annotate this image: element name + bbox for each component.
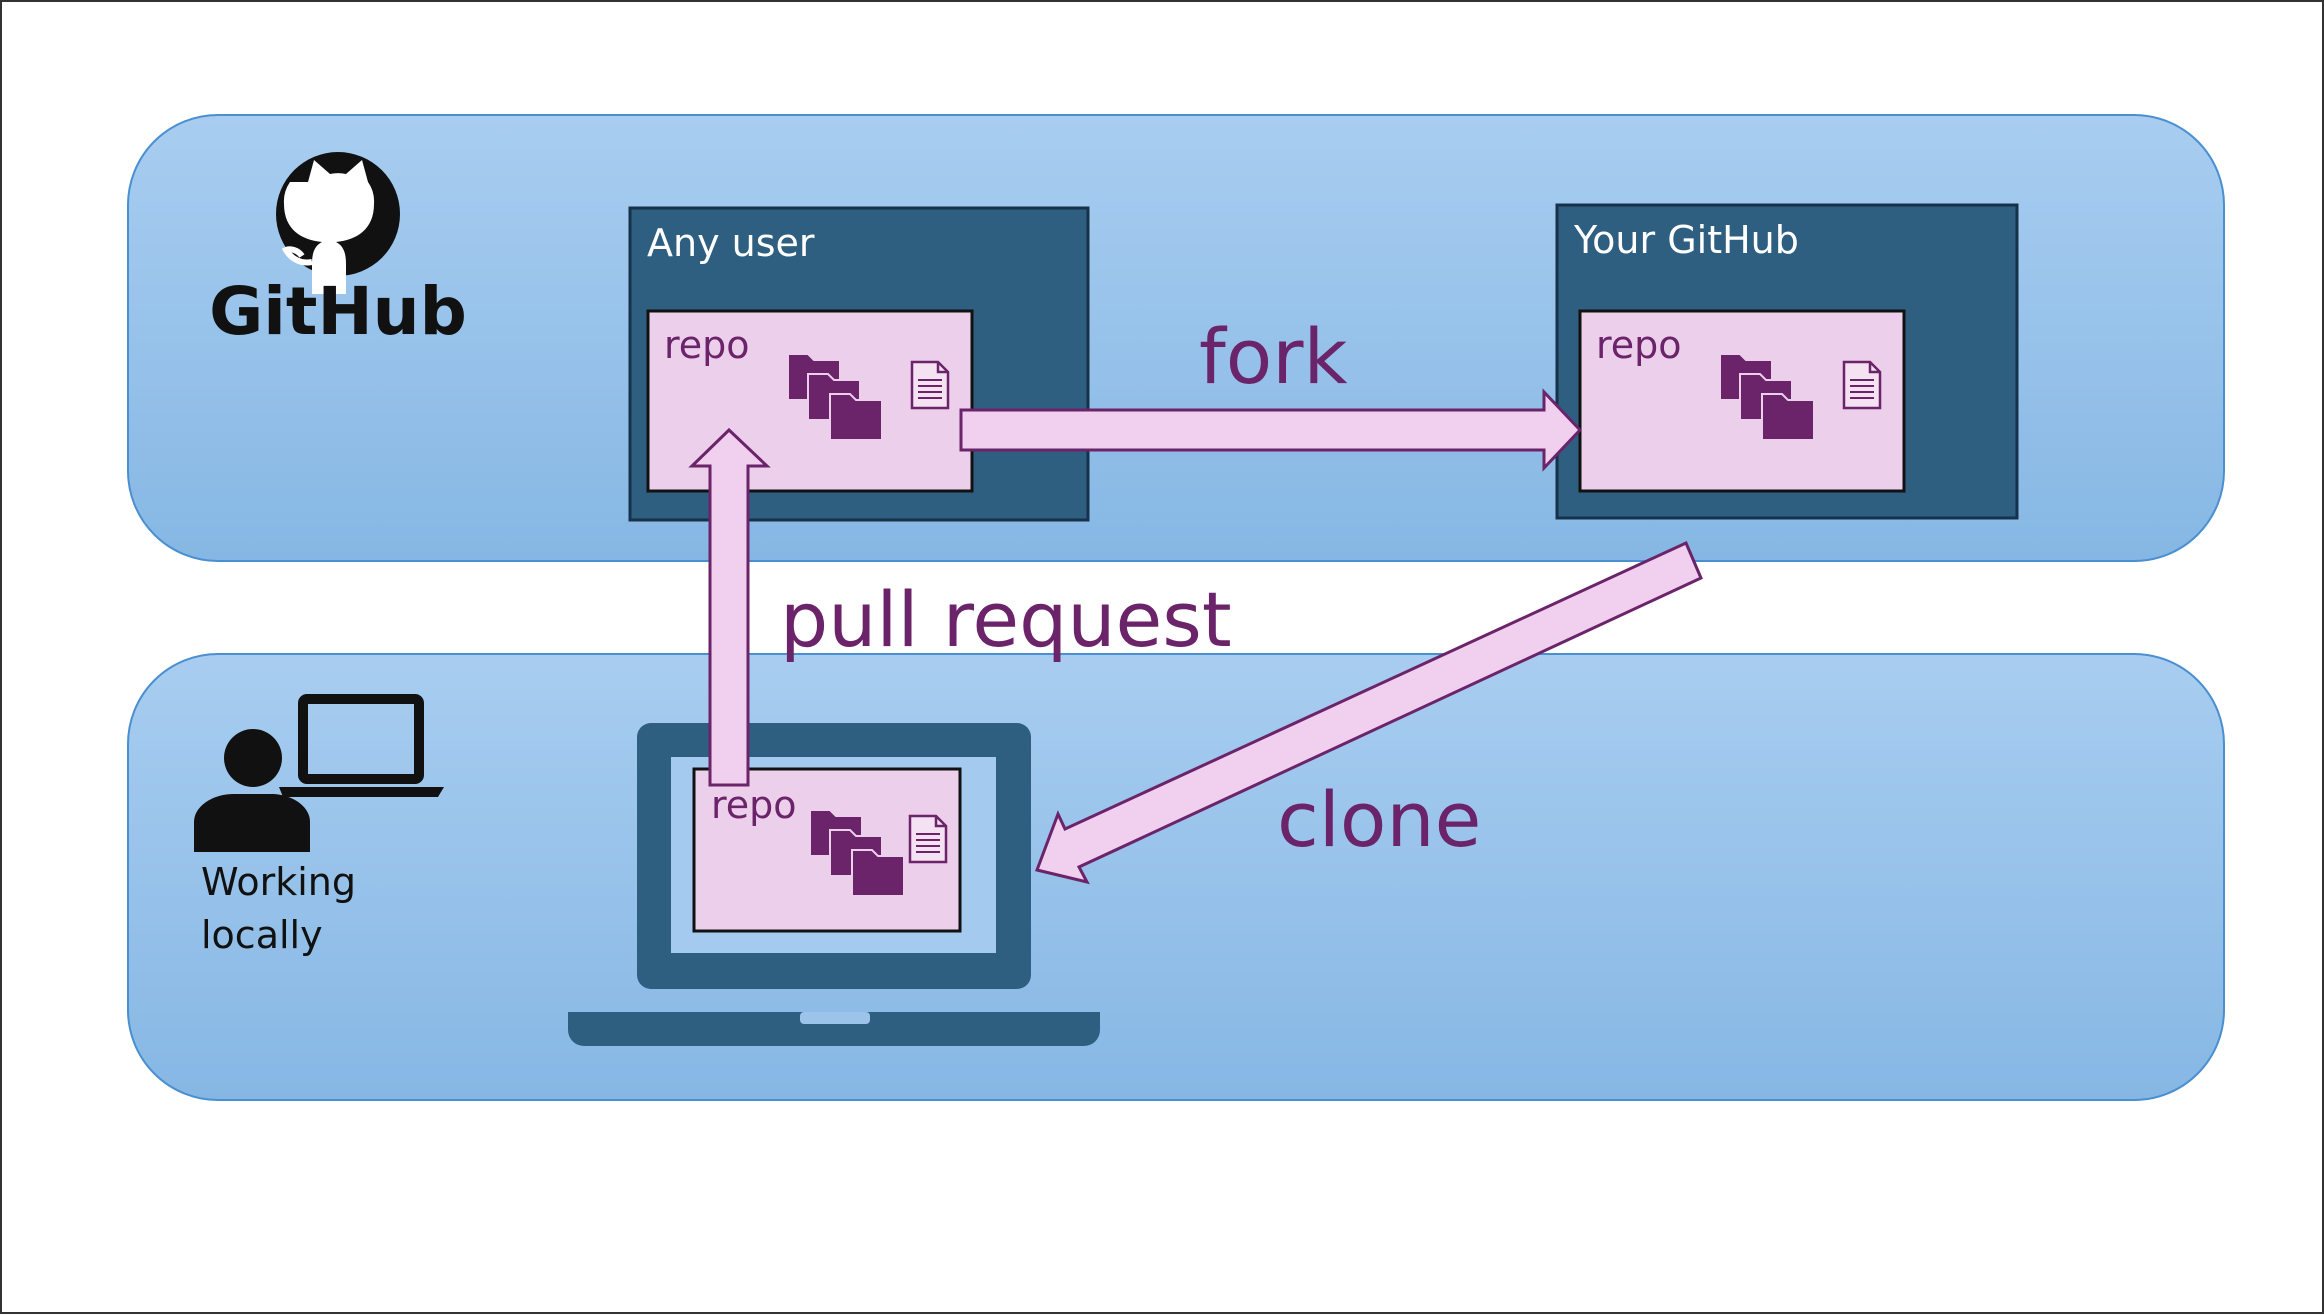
any-user-repo-label: repo: [664, 323, 750, 367]
clone-arrow: [1034, 540, 1703, 885]
any-user-title: Any user: [647, 221, 815, 265]
clone-label: clone: [1277, 775, 1481, 864]
local-repo-label: repo: [711, 783, 797, 827]
document-icon: [910, 360, 950, 410]
fork-label: fork: [1199, 312, 1348, 401]
document-icon: [908, 814, 948, 864]
document-icon: [1842, 360, 1882, 410]
your-github-repo-label: repo: [1596, 323, 1682, 367]
person-laptop-icon: [194, 694, 444, 852]
github-octocat-icon: [276, 152, 400, 294]
fork-arrow: [959, 388, 1583, 472]
github-logo-text: GitHub: [209, 273, 467, 350]
local-panel: [127, 653, 2225, 1101]
pull-request-label: pull request: [780, 575, 1232, 664]
working-locally-line2: locally: [201, 913, 323, 957]
pull-request-arrow: [688, 427, 771, 787]
your-github-title: Your GitHub: [1573, 218, 1799, 262]
working-locally-line1: Working: [201, 860, 356, 904]
